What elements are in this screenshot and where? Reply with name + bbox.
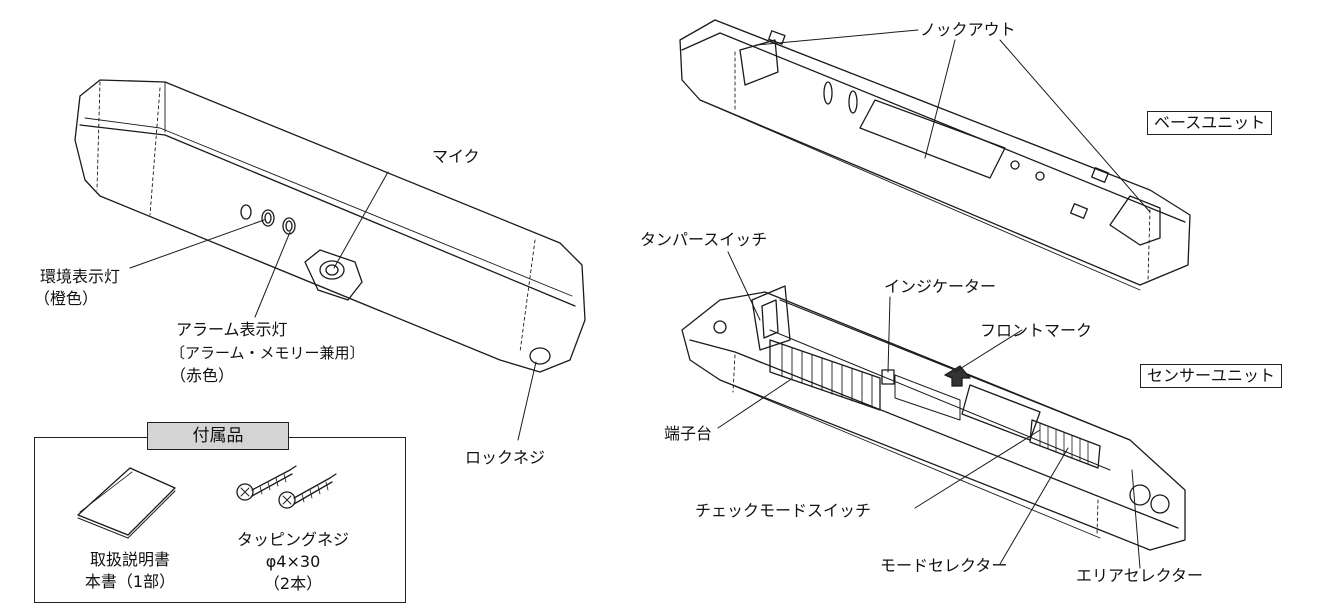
accessories-title: 付属品 <box>147 422 289 450</box>
alarm-lamp-note-label: 〔アラーム・メモリー兼用〕 <box>170 344 365 362</box>
tamper-switch-label: タンパースイッチ <box>640 230 768 249</box>
mode-selector-label: モードセレクター <box>880 556 1008 575</box>
lock-screw-label: ロックネジ <box>465 448 546 467</box>
manual-qty-label: 本書（1部） <box>84 572 176 591</box>
alarm-lamp-color-label: （赤色） <box>170 366 235 385</box>
screw-label: タッピングネジ <box>236 530 349 549</box>
mic-label: マイク <box>432 147 480 166</box>
accessory-manual-drawing <box>77 467 176 539</box>
manual-label: 取扱説明書 <box>89 550 170 569</box>
check-mode-switch-label: チェックモードスイッチ <box>695 501 872 520</box>
area-selector-label: エリアセレクター <box>1076 566 1204 585</box>
base-unit-drawing <box>679 19 1191 291</box>
screw-size-label: φ4×30 <box>265 552 321 571</box>
env-lamp-label: 環境表示灯 <box>40 267 121 286</box>
screw-qty-label: （2本） <box>263 574 323 593</box>
front-mark-label: フロントマーク <box>980 321 1093 340</box>
base-unit-label: ベースユニット <box>1147 111 1273 135</box>
env-lamp-color-label: （橙色） <box>34 289 99 308</box>
sensor-unit-drawing <box>681 251 1186 569</box>
accessory-screws-drawing <box>236 465 337 509</box>
indicator-label: インジケーター <box>884 277 997 296</box>
terminal-block-label: 端子台 <box>664 424 713 443</box>
sensor-unit-label: センサーユニット <box>1140 364 1283 388</box>
alarm-lamp-label: アラーム表示灯 <box>176 320 288 339</box>
assembled-sensor-drawing <box>74 79 586 441</box>
knockout-label: ノックアウト <box>920 20 1016 39</box>
